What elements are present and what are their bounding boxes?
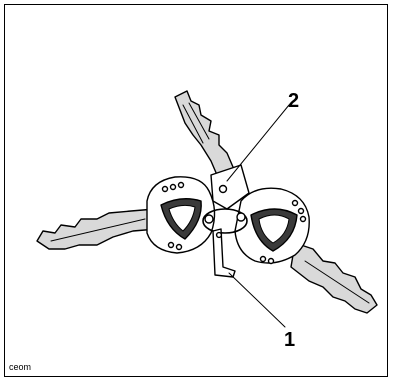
upper-key-hole — [220, 186, 227, 193]
key-tag — [213, 229, 235, 277]
right-key-dot-5 — [269, 259, 274, 264]
left-key-dot-4 — [169, 243, 174, 248]
left-key-dot-1 — [163, 187, 168, 192]
figure-frame: 2 1 ceom — [4, 4, 388, 377]
left-key-dot-2 — [171, 185, 176, 190]
key-set-illustration — [5, 5, 389, 378]
right-key-dot-4 — [261, 257, 266, 262]
left-key-dot-3 — [179, 183, 184, 188]
callout-1-leader — [229, 273, 285, 327]
callout-2-leader — [227, 105, 289, 181]
right-key — [235, 188, 377, 313]
callout-number-1: 1 — [284, 330, 295, 350]
right-key-dot-1 — [293, 201, 298, 206]
right-key-blade — [291, 243, 377, 313]
right-key-dot-2 — [299, 209, 304, 214]
left-key — [37, 177, 215, 253]
left-key-dot-5 — [177, 245, 182, 250]
left-key-blade — [37, 209, 157, 249]
key-ring-hole-right — [237, 213, 245, 221]
right-key-dot-3 — [301, 217, 306, 222]
key-ring-hole-left — [205, 215, 213, 223]
callout-number-2: 2 — [288, 91, 299, 111]
key-tag-hole — [217, 233, 222, 238]
figure-code: ceom — [9, 362, 31, 372]
